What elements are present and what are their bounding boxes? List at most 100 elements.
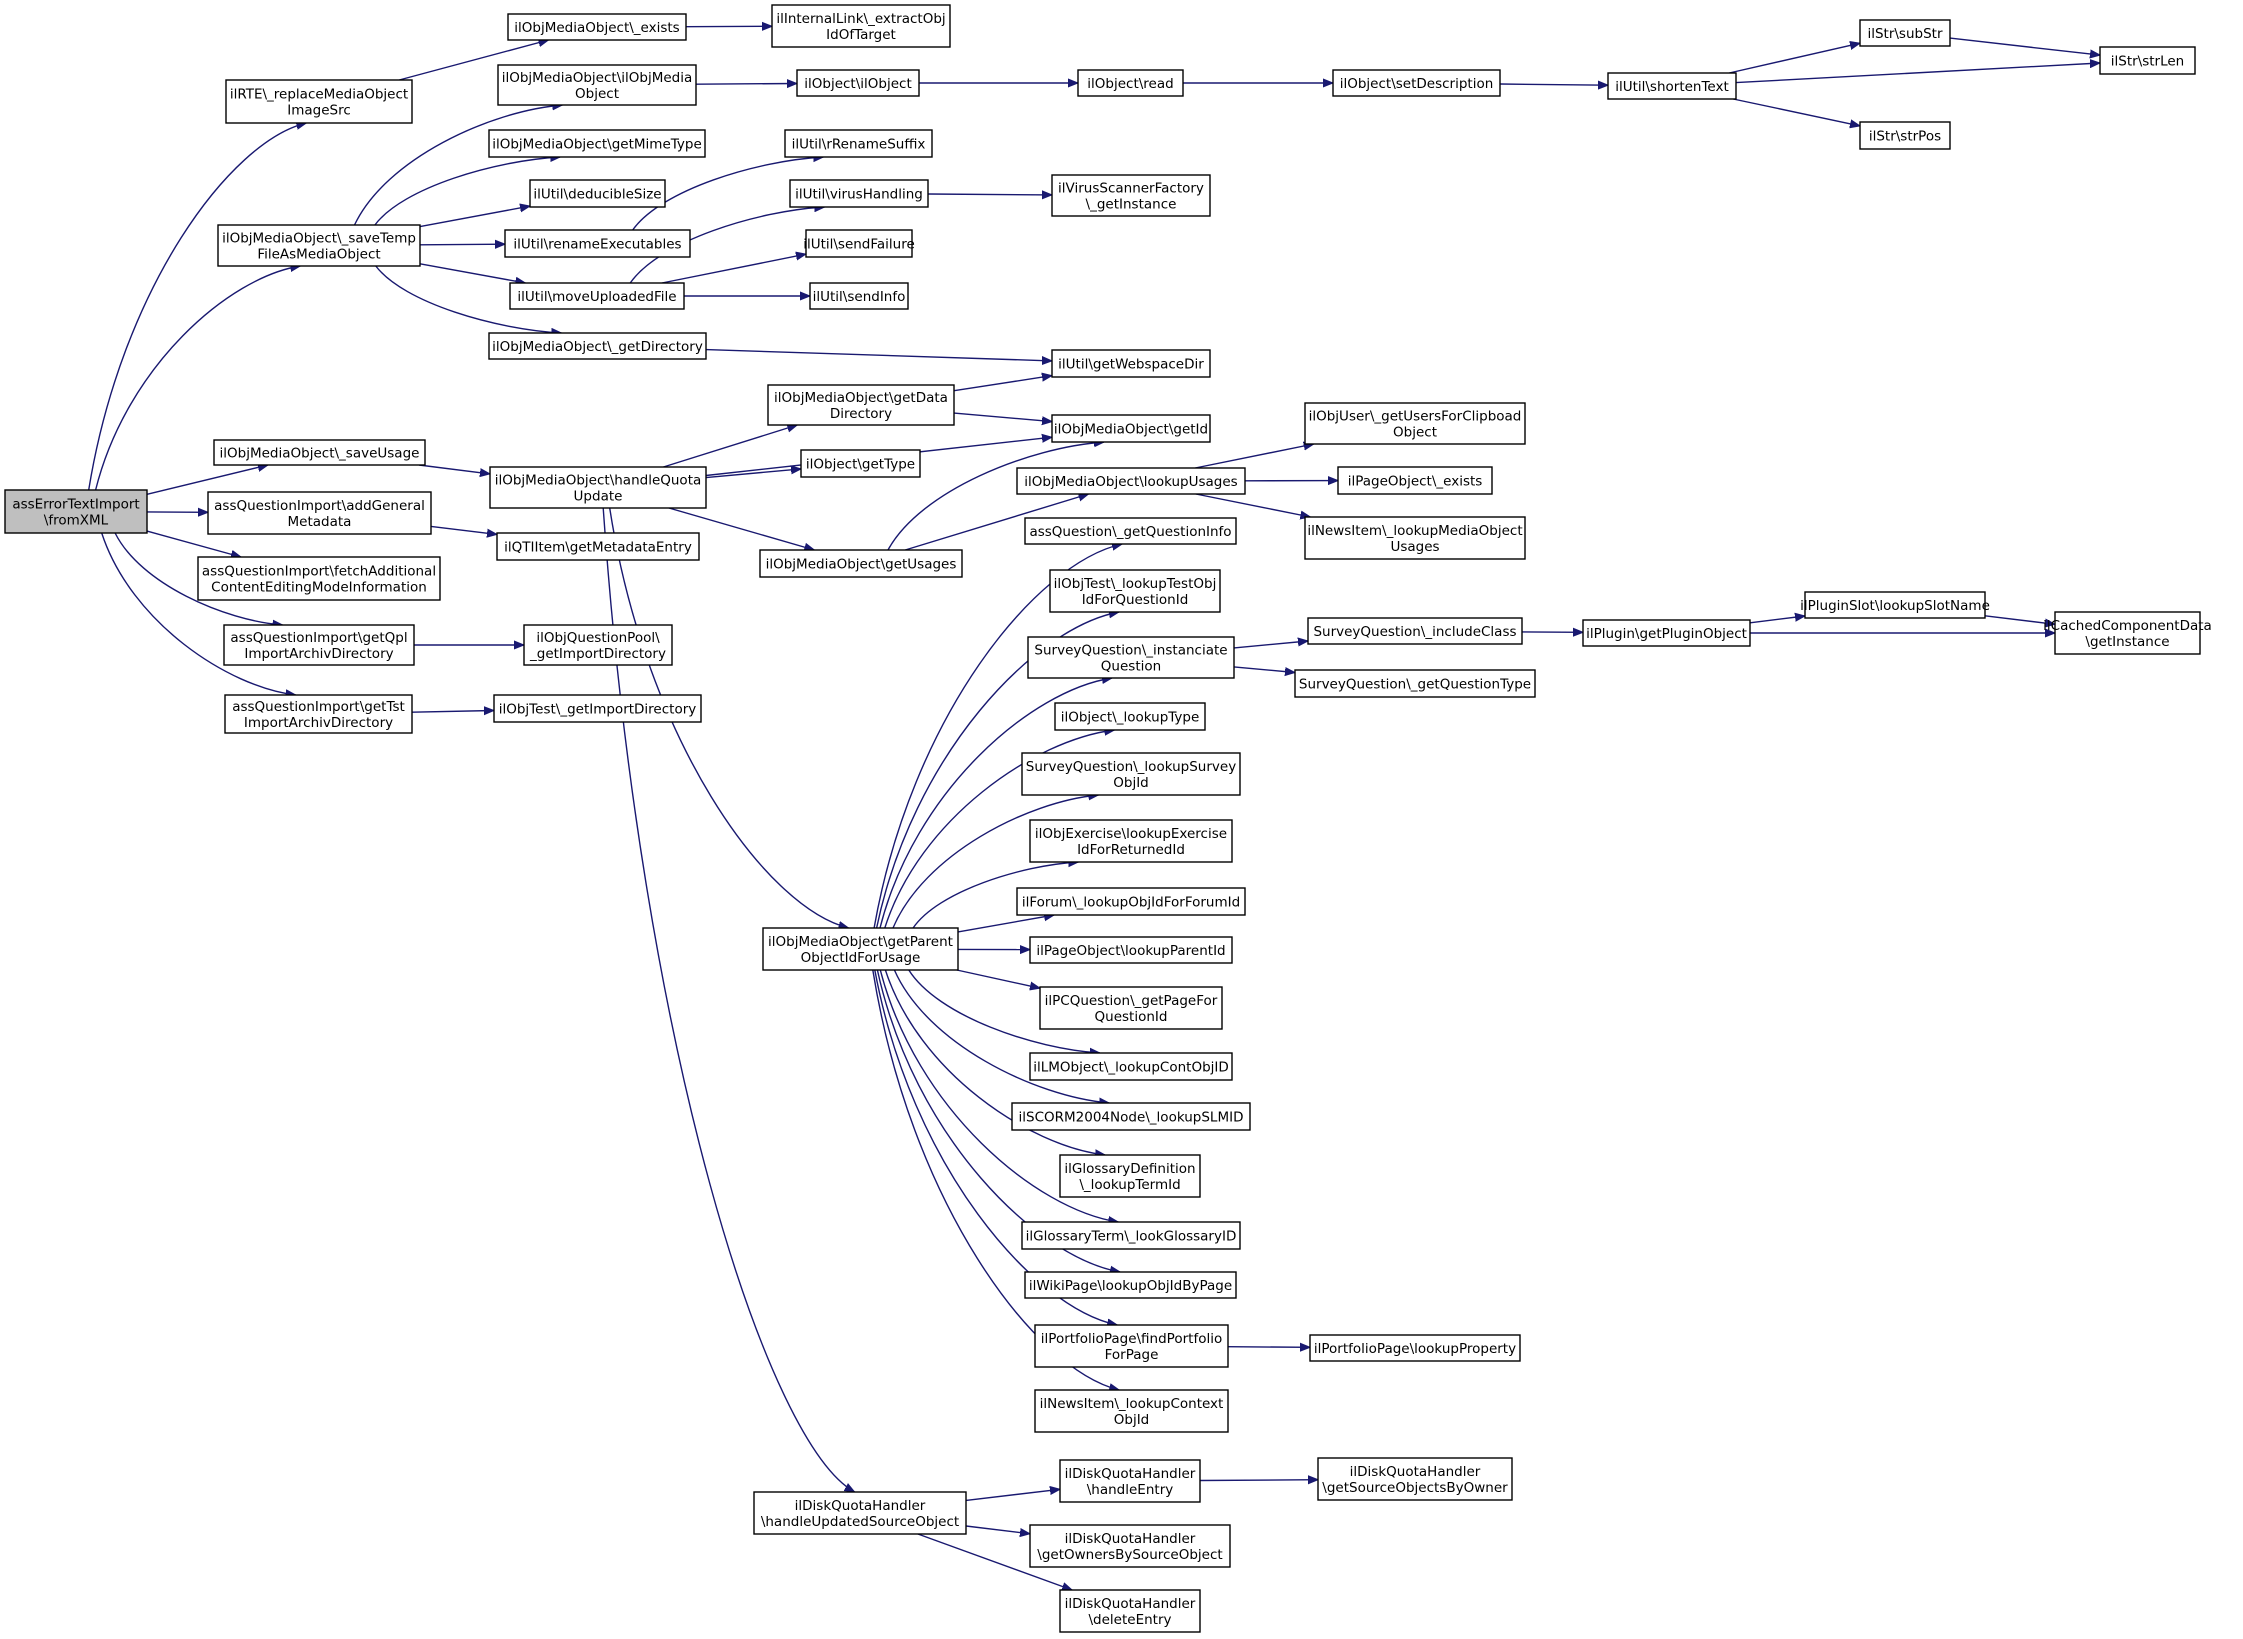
node-savetemp[interactable]: ilObjMediaObject\_saveTempFileAsMediaObj…: [217, 224, 421, 267]
node-setdesc[interactable]: ilObject\setDescription: [1332, 69, 1501, 97]
node-getusages[interactable]: ilObjMediaObject\getUsages: [759, 549, 963, 578]
node-label-line: ilDiskQuotaHandler: [1350, 1464, 1481, 1480]
node-box: [2054, 611, 2201, 655]
node-diskupd[interactable]: ilDiskQuotaHandler\handleUpdatedSourceOb…: [753, 1491, 967, 1535]
node-webdir[interactable]: ilUtil\getWebspaceDir: [1051, 349, 1211, 378]
node-qpldir[interactable]: ilObjQuestionPool\_getImportDirectory: [523, 624, 673, 666]
node-label-line: ilObjMediaObject\ilObjMedia: [502, 70, 693, 86]
node-label-line: IdForReturnedId: [1077, 842, 1185, 858]
node-box: [1054, 702, 1206, 731]
node-exists[interactable]: ilObjMediaObject\_exists: [507, 13, 687, 41]
node-shorten[interactable]: ilUtil\shortenText: [1607, 72, 1737, 100]
node-glossdef[interactable]: ilGlossaryDefinition\_lookupTermId: [1059, 1154, 1201, 1198]
node-lookupusages[interactable]: ilObjMediaObject\lookupUsages: [1016, 467, 1246, 495]
node-diskgetsrc[interactable]: ilDiskQuotaHandler\getSourceObjectsByOwn…: [1317, 1457, 1513, 1501]
node-box: [1309, 1334, 1521, 1362]
node-dedsize[interactable]: ilUtil\deducibleSize: [529, 179, 666, 208]
node-saveusage[interactable]: ilObjMediaObject\_saveUsage: [213, 439, 426, 466]
node-ctor[interactable]: ilObjMediaObject\ilObjMediaObject: [497, 64, 697, 106]
node-box: [1021, 752, 1241, 796]
node-renexec[interactable]: ilUtil\renameExecutables: [504, 229, 691, 258]
node-fetch[interactable]: assQuestionImport\fetchAdditionalContent…: [197, 556, 441, 601]
edge-root-to-saveusage: [146, 465, 268, 495]
node-lmobject[interactable]: ilLMObject\_lookupContObjID: [1029, 1052, 1233, 1081]
node-box: [753, 1491, 967, 1535]
edge-getparent-to-wiki: [876, 969, 1120, 1272]
node-sendfail[interactable]: ilUtil\sendFailure: [803, 229, 915, 258]
node-box: [767, 384, 955, 426]
edge-getdatadir-to-getid: [953, 412, 1052, 422]
node-diskhandle[interactable]: ilDiskQuotaHandler\handleEntry: [1059, 1459, 1201, 1503]
node-diskowners[interactable]: ilDiskQuotaHandler\getOwnersBySourceObje…: [1029, 1524, 1231, 1568]
node-box: [197, 556, 441, 601]
node-getqpl[interactable]: assQuestionImport\getQplImportArchivDire…: [223, 624, 415, 666]
edge-getdir-to-webdir: [705, 348, 1052, 361]
edge-slot-to-cached: [1984, 615, 2055, 625]
node-read[interactable]: ilObject\read: [1077, 69, 1184, 97]
node-moveup[interactable]: ilUtil\moveUploadedFile: [509, 282, 685, 310]
edge-getusages-to-lookupusages: [904, 494, 1088, 551]
node-glossterm[interactable]: ilGlossaryTerm\_lookGlossaryID: [1021, 1221, 1241, 1250]
node-diskdelete[interactable]: ilDiskQuotaHandler\deleteEntry: [1059, 1589, 1201, 1633]
node-getid[interactable]: ilObjMediaObject\getId: [1051, 414, 1211, 443]
node-box: [224, 694, 413, 734]
node-gettst[interactable]: assQuestionImport\getTstImportArchivDire…: [224, 694, 413, 734]
edge-getparent-to-getqinfo: [873, 544, 1122, 929]
node-label-line: ilObject\getType: [806, 457, 915, 473]
edge-setdesc-to-shorten: [1499, 84, 1608, 85]
node-getqinfo[interactable]: assQuestion\_getQuestionInfo: [1024, 517, 1237, 545]
node-includeclass[interactable]: SurveyQuestion\_includeClass: [1307, 617, 1523, 645]
node-slot[interactable]: ilPluginSlot\lookupSlotName: [1800, 591, 1990, 619]
node-getdir[interactable]: ilObjMediaObject\_getDirectory: [488, 332, 707, 360]
node-wiki[interactable]: ilWikiPage\lookupObjIdByPage: [1024, 1271, 1237, 1299]
node-pageexists[interactable]: ilPageObject\_exists: [1337, 466, 1493, 495]
node-label-line: ilUtil\renameExecutables: [513, 237, 681, 253]
node-qtiitem[interactable]: ilQTIItem\getMetadataEntry: [496, 532, 700, 561]
node-substr[interactable]: ilStr\subStr: [1859, 19, 1951, 47]
node-strpos[interactable]: ilStr\strPos: [1859, 121, 1951, 150]
node-label-line: ilObject\read: [1087, 76, 1173, 92]
edge-handlequota-to-getusages: [668, 507, 814, 550]
node-lookupexercise[interactable]: ilObjExercise\lookupExerciseIdForReturne…: [1029, 819, 1233, 863]
node-getparent[interactable]: ilObjMediaObject\getParentObjectIdForUsa…: [762, 927, 959, 971]
node-strlen[interactable]: ilStr\strLen: [2099, 46, 2196, 75]
edge-shorten-to-strpos: [1733, 98, 1860, 126]
node-plugin[interactable]: ilPlugin\getPluginObject: [1582, 619, 1751, 647]
node-pageparent[interactable]: ilPageObject\lookupParentId: [1029, 936, 1233, 964]
node-label-line: ilUtil\virusHandling: [795, 187, 923, 203]
node-label-line: ilUtil\rRenameSuffix: [792, 137, 926, 153]
node-portprop[interactable]: ilPortfolioPage\lookupProperty: [1309, 1334, 1521, 1362]
node-box: [497, 64, 697, 106]
node-tstdir[interactable]: ilObjTest\_getImportDirectory: [493, 694, 702, 723]
node-scorm[interactable]: ilSCORM2004Node\_lookupSLMID: [1011, 1102, 1251, 1131]
node-virusfac[interactable]: ilVirusScannerFactory\_getInstance: [1051, 174, 1211, 217]
node-mime[interactable]: ilObjMediaObject\getMimeType: [488, 129, 706, 158]
node-sendinfo[interactable]: ilUtil\sendInfo: [809, 282, 909, 310]
node-virus[interactable]: ilUtil\virusHandling: [789, 179, 929, 208]
edge-savetemp-to-mime: [374, 157, 560, 226]
node-label-line: \handleUpdatedSourceObject: [761, 1514, 959, 1530]
node-cached[interactable]: ilCachedComponentData\getInstance: [2043, 611, 2212, 655]
node-gettype[interactable]: ilObject\getType: [800, 449, 921, 478]
node-rrename[interactable]: ilUtil\rRenameSuffix: [784, 129, 933, 158]
edges-layer: [88, 26, 2100, 1590]
node-forum[interactable]: ilForum\_lookupObjIdForForumId: [1016, 887, 1246, 916]
node-lookuptype[interactable]: ilObject\_lookupType: [1054, 702, 1206, 731]
node-ilobject[interactable]: ilObject\ilObject: [796, 69, 920, 97]
node-getqtype[interactable]: SurveyQuestion\_getQuestionType: [1294, 669, 1536, 698]
node-label-line: ilQTIItem\getMetadataEntry: [504, 540, 692, 556]
node-root[interactable]: assErrorTextImport\fromXML: [4, 489, 148, 534]
